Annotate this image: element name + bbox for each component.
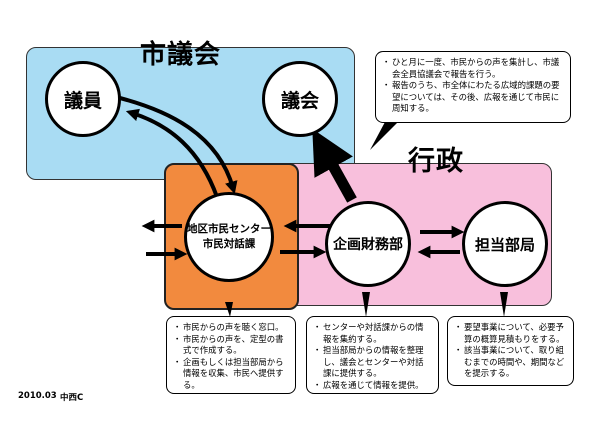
planning-callout-item: 広報を通じて情報を提供。 xyxy=(313,380,431,392)
district-center-label: 地区市民センター xyxy=(187,223,271,235)
citizen-dialogue-label: 市民対話課 xyxy=(202,238,256,250)
center-callout-item: 市民からの声を、定型の書式で作成する。 xyxy=(173,334,288,357)
assembly-callout-item: 報告のうち、市全体にわたる広域的課題の要望については、その後、広報を通じて市民に… xyxy=(382,80,563,115)
center-callout-pointer xyxy=(225,302,233,317)
arrow-councillor-to-center xyxy=(111,94,238,195)
planning-callout-item: センターや対話課からの情報を集約する。 xyxy=(313,322,431,345)
planning-finance-label: 企画財務部 xyxy=(333,237,403,253)
responsible-dept-label: 担当部局 xyxy=(474,235,535,254)
dept-callout-item: 該当事業について、取り組むまでの時間や、期間などを提示する。 xyxy=(454,345,566,380)
assembly-callout-item: ひと月に一度、市民からの声を集計し、市議会全員協議会で報告を行う。 xyxy=(382,57,563,80)
councillor-node: 議員 xyxy=(45,61,121,137)
center-callout-item: 企画もしくは担当部局から情報を収集、市民へ提供する。 xyxy=(173,357,288,392)
responsible-dept-node: 担当部局 xyxy=(462,201,548,287)
center-callout: 市民からの声を聴く窓口。 市民からの声を、定型の書式で作成する。 企画もしくは担… xyxy=(166,316,296,394)
planning-finance-node: 企画財務部 xyxy=(325,201,411,287)
footer-author: 中西C xyxy=(60,393,84,403)
planning-callout: センターや対話課からの情報を集約する。 担当部局からの情報を整理し、議会とセンタ… xyxy=(306,316,439,394)
dept-callout-item: 要望事業について、必要予算の概算見積もりをする。 xyxy=(454,322,566,345)
council-title: 市議会 xyxy=(140,40,222,70)
center-callout-item: 市民からの声を聴く窓口。 xyxy=(173,322,288,334)
admin-title: 行政 xyxy=(408,146,464,177)
planning-callout-item: 担当部局からの情報を整理し、議会とセンターや対話課に提供する。 xyxy=(313,345,431,380)
footer-date: 2010.03 xyxy=(18,391,57,401)
assembly-node: 議会 xyxy=(262,61,338,137)
dept-callout-pointer xyxy=(500,292,508,317)
dept-callout: 要望事業について、必要予算の概算見積もりをする。 該当事業について、取り組むまで… xyxy=(447,316,574,386)
assembly-callout-pointer xyxy=(370,122,398,150)
district-center-node: 地区市民センター 市民対話課 xyxy=(184,192,274,282)
assembly-callout: ひと月に一度、市民からの声を集計し、市議会全員協議会で報告を行う。 報告のうち、… xyxy=(375,51,571,123)
councillor-label: 議員 xyxy=(63,89,102,112)
planning-callout-pointer xyxy=(362,292,370,317)
arrow-center-to-councillor xyxy=(125,108,219,198)
assembly-label: 議会 xyxy=(280,89,319,112)
arrow-planning-to-assembly xyxy=(312,128,357,203)
